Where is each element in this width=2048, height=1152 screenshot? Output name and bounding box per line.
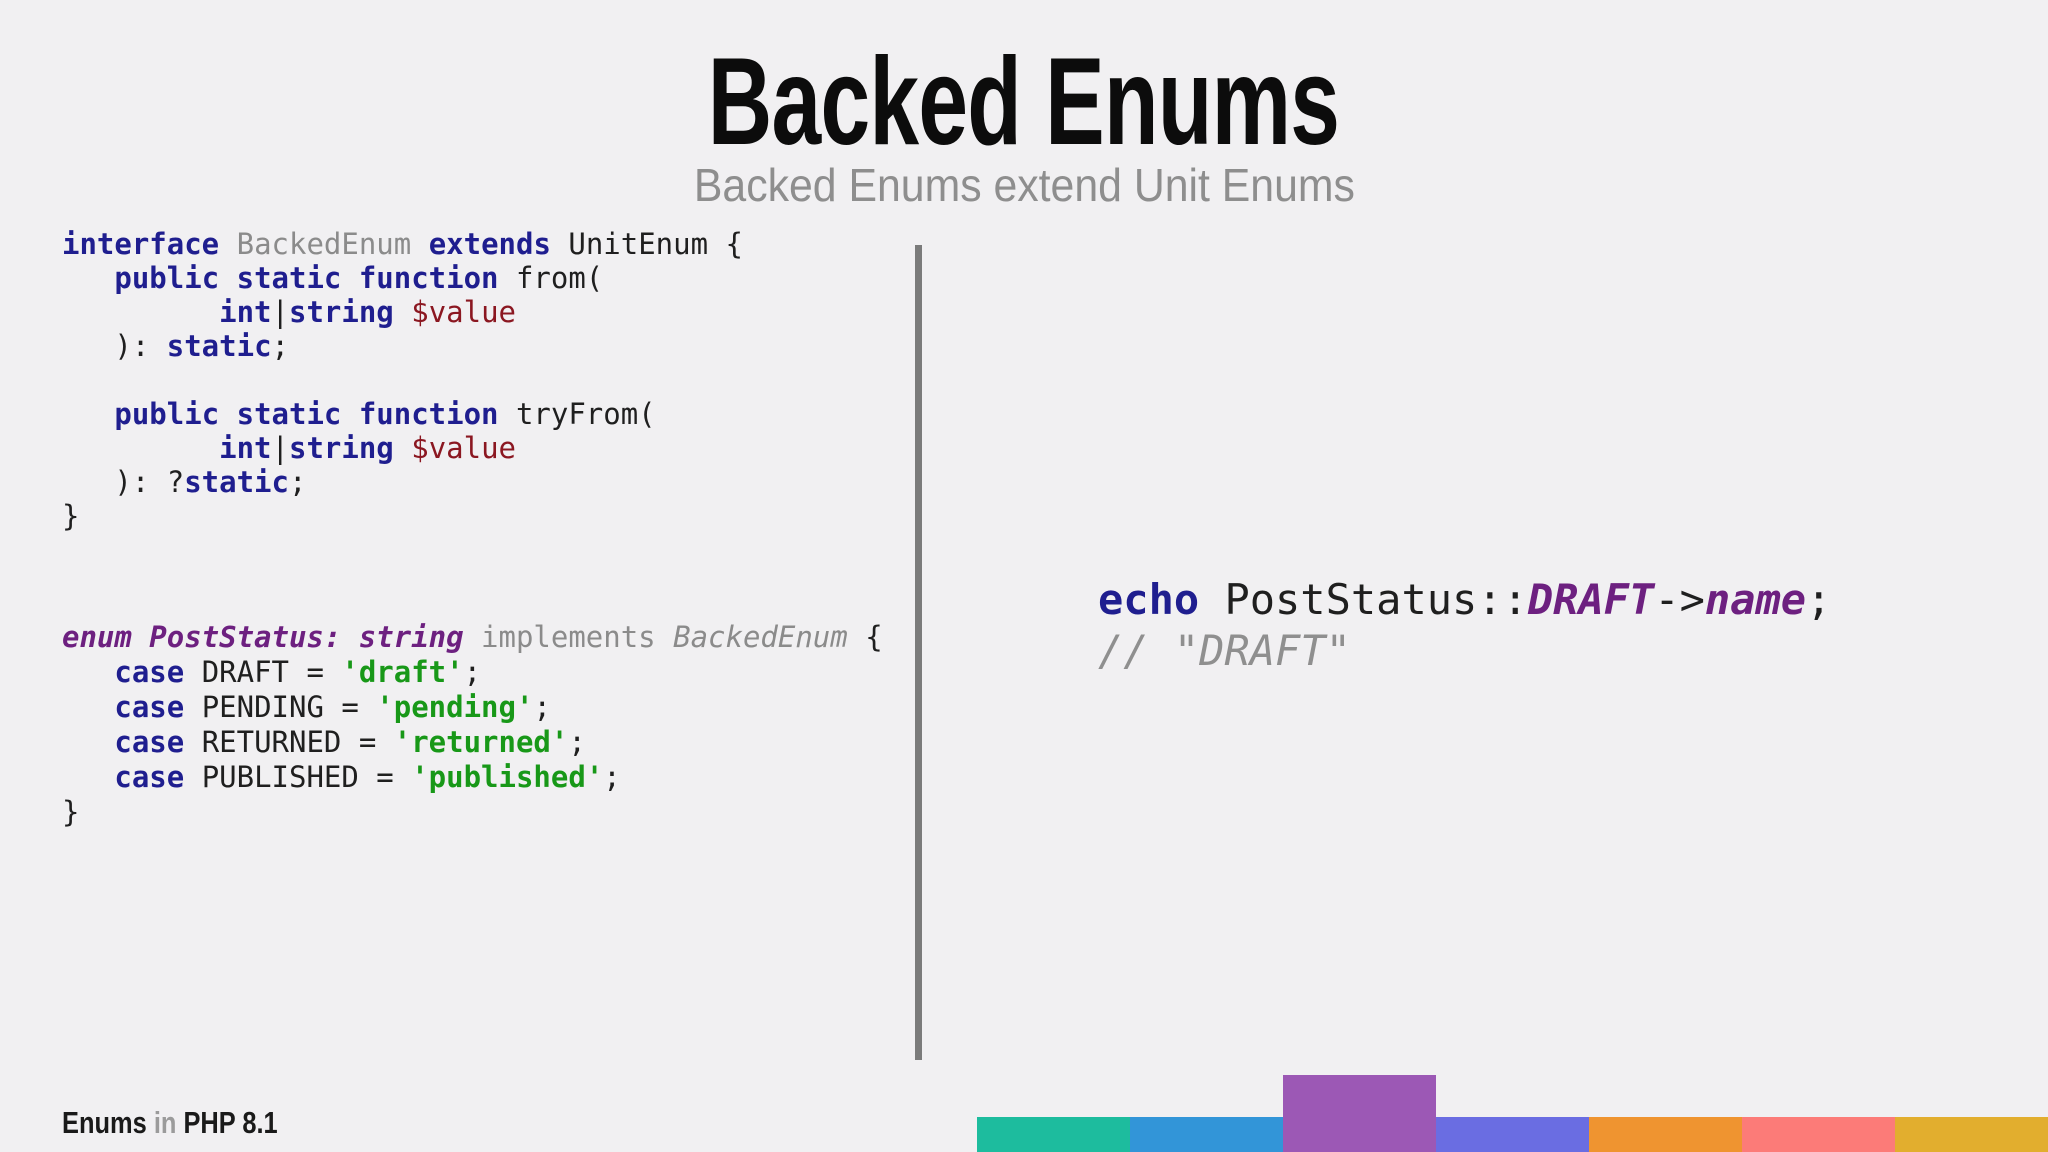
- code-line: int|string $value: [219, 431, 516, 465]
- color-bar-salmon: [1742, 1117, 1895, 1152]
- code-line: case PUBLISHED = 'published';: [114, 760, 621, 794]
- color-bar-blue: [1130, 1117, 1283, 1152]
- color-bar-gold: [1895, 1117, 2048, 1152]
- code-line: }: [62, 499, 80, 533]
- interface-code-block: interface BackedEnum extends UnitEnum { …: [62, 227, 743, 533]
- code-line: ): static;: [62, 329, 289, 363]
- code-line: // "DRAFT": [1098, 626, 1351, 675]
- color-bar-teal: [977, 1117, 1130, 1152]
- code-line: case RETURNED = 'returned';: [114, 725, 586, 759]
- color-bar-purple: [1283, 1075, 1436, 1152]
- code-line: ): ?static;: [62, 465, 307, 499]
- echo-code-block: echo PostStatus::DRAFT->name;// "DRAFT": [1098, 574, 1831, 676]
- slide-title: Backed Enums: [708, 33, 1340, 171]
- code-line: interface BackedEnum extends UnitEnum {: [62, 227, 743, 261]
- code-line: int|string $value: [219, 295, 516, 329]
- code-line: public static function tryFrom(: [114, 397, 656, 431]
- code-line: }: [62, 795, 80, 829]
- slide-title-wrap: Backed Enums: [0, 40, 2048, 164]
- slide-subtitle-wrap: Backed Enums extend Unit Enums: [0, 160, 2048, 210]
- code-line: case PENDING = 'pending';: [114, 690, 551, 724]
- code-line: enum PostStatus: string implements Backe…: [62, 620, 883, 654]
- slide-subtitle: Backed Enums extend Unit Enums: [693, 159, 1355, 211]
- code-line: [62, 363, 743, 397]
- vertical-divider: [915, 245, 922, 1060]
- code-line: case DRAFT = 'draft';: [114, 655, 482, 689]
- enum-code-block: enum PostStatus: string implements Backe…: [62, 620, 883, 830]
- code-line: public static function from(: [114, 261, 604, 295]
- footer-color-bars: [977, 1075, 2048, 1152]
- footer-deck-title: Enums in PHP 8.1: [62, 1105, 278, 1140]
- color-bar-indigo: [1436, 1117, 1589, 1152]
- code-line: echo PostStatus::DRAFT->name;: [1098, 575, 1832, 624]
- color-bar-orange: [1589, 1117, 1742, 1152]
